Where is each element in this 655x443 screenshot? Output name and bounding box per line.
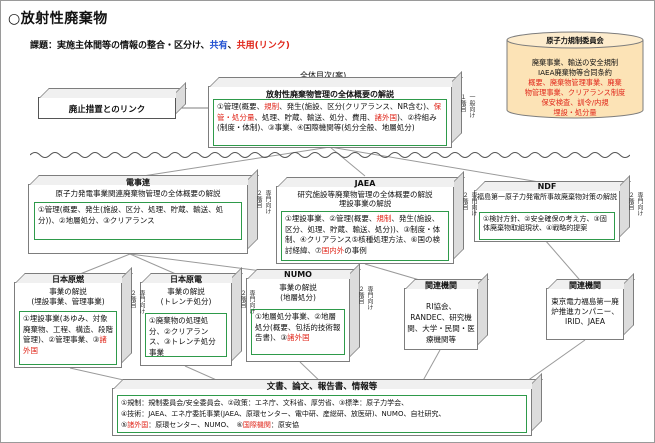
docs-name: 文書、論文、報告書、情報等 xyxy=(266,382,378,392)
main-seg2: 規制 xyxy=(264,102,280,111)
regulator-line5: 保安検査、訓令/内規 xyxy=(541,98,609,107)
jnfl-seg2: 諸外国 xyxy=(23,335,107,355)
regulator-line4: 物管理事業、クリアランス制度 xyxy=(524,88,626,97)
jnfl-content: ①埋設事業(あゆみ、対象廃棄物、工程、構造、段階管理)、②管理事業、③諸外国 xyxy=(19,311,117,365)
ndf-side-audience: 専門向け xyxy=(636,192,643,216)
fepc-name: 電事連 xyxy=(126,178,150,187)
docs-line3-red1: 諸外国 xyxy=(127,421,149,429)
docs-line3: ⑤諸外国：原環センター、NUMO、 ⑥国際機関：原安協 xyxy=(121,420,523,431)
jaea-seg5: の事例 xyxy=(344,245,367,255)
jaea-subtitle2: 埋設事業の解説 xyxy=(338,199,392,208)
jaea-seg2: 規制 xyxy=(376,214,392,223)
ndf-side-level: ２階目 xyxy=(627,192,634,210)
main-side-audience: 一般向け xyxy=(468,94,475,118)
ndf-subtitle: 福島第一原子力発電所事故廃棄物対策の解説 xyxy=(477,193,617,201)
main-seg1: ①管理(概要、 xyxy=(217,102,265,111)
japc-content: ①廃棄物の処理処分、②クリアランス、③トレンチ処分事業 xyxy=(145,313,227,357)
related2-name: 関連機関 xyxy=(569,281,601,290)
issue-sep: 、 xyxy=(227,41,237,51)
issue-shared-link: 共用(リンク) xyxy=(236,41,290,51)
docs-box[interactable]: 文書、論文、報告書、情報等 ①規制：規制委員会/安全委員会、②政策：エネ庁、文科… xyxy=(112,382,532,436)
jaea-side-audience: 専門向け xyxy=(470,192,477,216)
docs-line1: ①規制：規制委員会/安全委員会、②政策：エネ庁、文科省、厚労省、③標準：原子力学… xyxy=(121,399,409,407)
regulator-cylinder xyxy=(506,31,644,119)
regulator-line1: 廃棄事業、輸送の安全規制 xyxy=(531,58,619,67)
fepc-side-level: ２階目 xyxy=(255,190,262,208)
jnfl-subtitle2: (埋設事業、管理事業) xyxy=(31,297,105,306)
jnfl-seg1: ①埋設事業(あゆみ、対象廃棄物、工程、構造、段階管理)、②管理事業、③ xyxy=(23,314,113,344)
docs-line3-a: ⑤ xyxy=(121,421,128,429)
numo-seg2: 諸外国 xyxy=(287,333,310,342)
ndf-box[interactable]: NDF 福島第一原子力発電所事故廃棄物対策の解説 ①検討方針、②安全確保の考え方… xyxy=(474,182,620,242)
japc-box[interactable]: 日本原電 事業の解説 (トレンチ処分) ①廃棄物の処理処分、②クリアランス、③ト… xyxy=(140,275,232,366)
related1-name: 関連機関 xyxy=(425,281,457,290)
main-overview-box[interactable]: 放射性廃棄物管理の全体概要の解説 ①管理(概要、規制、発生(施設、区分(クリアラ… xyxy=(208,86,452,148)
decom-link-label: 廃止措置とのリンク xyxy=(68,105,146,115)
numo-side-level: ２階目 xyxy=(357,286,364,304)
numo-subtitle2: (地層処分) xyxy=(280,293,316,302)
jaea-content: ①埋設事業、②管理(概要、規制、発生(施設、区分、処理、貯蔵、輸送、処分))、③… xyxy=(281,211,449,261)
docs-line3-c: ：原安協 xyxy=(270,421,299,429)
jnfl-box[interactable]: 日本原燃 事業の解説 (埋設事業、管理事業) ①埋設事業(あゆみ、対象廃棄物、工… xyxy=(14,275,122,368)
main-seg4: 保管・処分量 xyxy=(217,102,442,122)
japc-side-level: ２階目 xyxy=(239,290,246,308)
main-seg6: 諸外国 xyxy=(374,112,398,122)
jaea-subtitle: 研究施設等廃棄物管理の全体概要の解説 xyxy=(297,190,433,199)
jaea-seg3: 、発生(施設、区分、処理、貯蔵、輸送、処分))、③制度・体制、④クリアランス⑤核… xyxy=(285,214,441,255)
related2-box[interactable]: 関連機関 東京電力福島第一廃炉推進カンパニー、IRID、JAEA xyxy=(546,281,624,340)
fepc-subtitle: 原子力発電事業関連廃棄物管理の全体概要の解説 xyxy=(55,189,221,198)
jaea-box[interactable]: JAEA 研究施設等廃棄物管理の全体概要の解説 埋設事業の解説 ①埋設事業、②管… xyxy=(276,179,454,264)
japc-name: 日本原電 xyxy=(170,275,202,284)
jnfl-subtitle: 事業の解説 xyxy=(49,287,87,296)
jnfl-side-audience: 専門向け xyxy=(138,290,145,314)
japc-side-audience: 専門向け xyxy=(248,290,255,314)
numo-subtitle: 事業の解説 xyxy=(279,283,317,292)
jaea-name: JAEA xyxy=(354,179,376,188)
fepc-side-audience: 専門向け xyxy=(264,190,271,214)
related1-box[interactable]: 関連機関 RI協会、RANDEC、研究機関、大学・民間・医療機関等 xyxy=(404,281,478,350)
regulator-name: 原子力規制委員会 xyxy=(546,36,604,45)
main-seg7: )、②枠組み(制度・体制)、③事業、④国際機関等(処分全般、地層処分) xyxy=(217,112,437,133)
docs-line2: ④技術：JAEA、エネ庁委託事業(JAEA、原環センター、電中研、産総研、放医研… xyxy=(121,410,446,418)
wavy-divider xyxy=(30,152,630,158)
jaea-side-level: ２階目 xyxy=(461,192,468,210)
docs-line3-b: ：原環センター、NUMO、 ⑥ xyxy=(148,421,243,429)
main-title: 放射性廃棄物管理の全体概要の解説 xyxy=(266,90,394,99)
main-seg3: 、発生(施設、区分(クリアランス、NR含む)、 xyxy=(279,102,434,111)
jnfl-name: 日本原燃 xyxy=(52,275,84,284)
numo-side-audience: 専門向け xyxy=(366,286,373,310)
jnfl-side-level: ２階目 xyxy=(129,290,136,308)
related2-content: 東京電力福島第一廃炉推進カンパニー、IRID、JAEA xyxy=(551,297,619,326)
related1-content: RI協会、RANDEC、研究機関、大学・民間・医療機関等 xyxy=(407,302,475,344)
docs-line3-red2: 国際機関 xyxy=(242,421,271,429)
ndf-content: ①検討方針、②安全確保の考え方、③固体廃棄物取組現状、④戦略的提案 xyxy=(479,212,615,240)
page-title: ○放射性廃棄物 xyxy=(8,11,108,27)
issue-shared: 共有 xyxy=(209,41,228,51)
toc-label: 全体目次(案) xyxy=(300,71,347,80)
japc-subtitle2: (トレンチ処分) xyxy=(160,297,212,306)
jaea-seg4: 国内外 xyxy=(321,245,345,255)
regulator-line6: 埋設・処分量 xyxy=(553,108,597,117)
numo-box[interactable]: NUMO 事業の解説 (地層処分) ①地層処分事業、②地層処分(概要、包括的技術… xyxy=(246,270,350,362)
numo-seg1: ①地層処分事業、②地層処分(概要、包括的技術報告書)、③ xyxy=(255,312,341,342)
main-content: ①管理(概要、規制、発生(施設、区分(クリアランス、NR含む)、保管・処分量、処… xyxy=(213,99,447,146)
issue-line: 課題：実施主体間等の情報の整合・区分け、共有、共用(リンク) xyxy=(30,38,290,51)
decom-link-box[interactable]: 廃止措置とのリンク xyxy=(38,97,176,119)
fepc-box[interactable]: 電事連 原子力発電事業関連廃棄物管理の全体概要の解説 ①管理(概要、発生(施設、… xyxy=(28,178,248,254)
jaea-seg1: ①埋設事業、②管理(概要、 xyxy=(285,214,377,223)
main-seg5: 、処理、貯蔵、輸送、処分、費用、 xyxy=(254,112,375,122)
regulator-line2: IAEA廃棄物等合同条約 xyxy=(538,68,612,77)
numo-content: ①地層処分事業、②地層処分(概要、包括的技術報告書)、③諸外国 xyxy=(251,309,345,355)
main-side-level: １階目 xyxy=(459,94,466,112)
numo-name: NUMO xyxy=(284,270,312,279)
regulator-line3: 概要、廃棄物管理事業、廃棄 xyxy=(528,78,622,87)
docs-content: ①規制：規制委員会/安全委員会、②政策：エネ庁、文科省、厚労省、③標準：原子力学… xyxy=(117,395,527,433)
fepc-content: ①管理(概要、発生(施設、区分、処理、貯蔵、輸送、処分))、②地層処分、③クリア… xyxy=(34,202,242,240)
japc-subtitle: 事業の解説 xyxy=(167,287,205,296)
ndf-name: NDF xyxy=(537,182,557,191)
issue-prefix: 課題：実施主体間等の情報の整合・区分け、 xyxy=(30,41,210,51)
